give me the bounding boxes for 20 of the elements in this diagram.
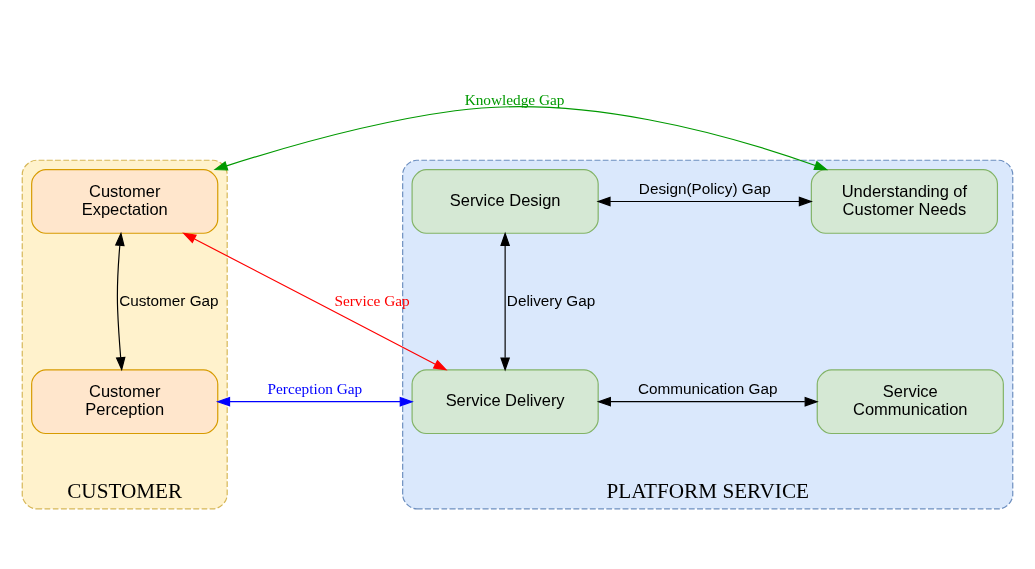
node-box: Service Design: [411, 169, 599, 234]
edge-label: Service Gap: [334, 291, 410, 309]
arrow: [213, 106, 829, 171]
arrow: [216, 396, 414, 407]
edge-label: Delivery Gap: [506, 291, 596, 309]
arrow: [182, 232, 448, 371]
edge-label: Communication Gap: [637, 379, 778, 397]
node-box: Customer Expectation: [31, 169, 219, 234]
edge-label: Knowledge Gap: [464, 91, 565, 109]
arrow: [500, 231, 511, 372]
edge-label: Perception Gap: [267, 379, 363, 397]
edge-label: Design(Policy) Gap: [638, 179, 771, 197]
edge-label: Customer Gap: [119, 291, 219, 309]
arrow: [596, 196, 813, 207]
arrow: [114, 231, 126, 372]
node-box: Customer Perception: [31, 369, 219, 435]
arrow: [596, 396, 819, 407]
node-box: Understanding of Customer Needs: [810, 169, 999, 234]
node-box: Service Delivery: [411, 369, 599, 435]
node-box: Service Communication: [816, 369, 1004, 435]
